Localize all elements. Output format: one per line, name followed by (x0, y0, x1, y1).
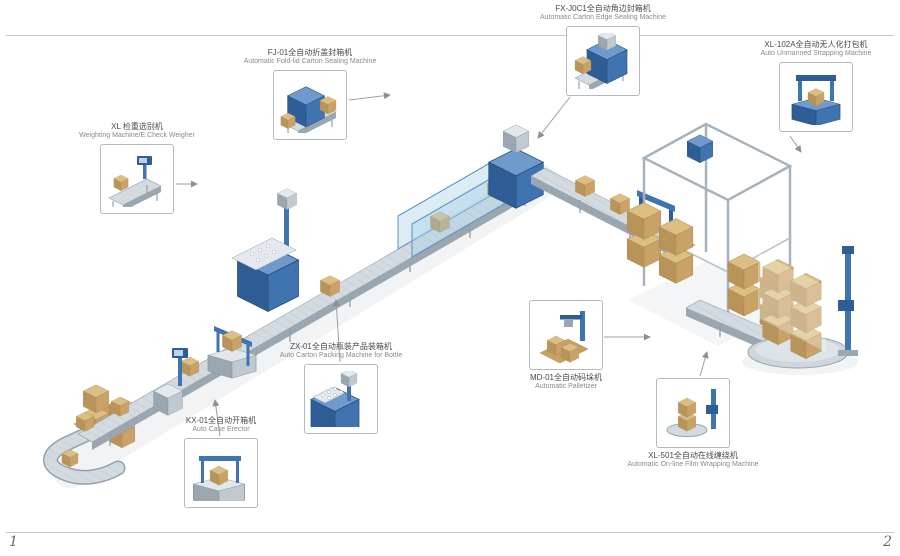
machine-name-cn: XL-501全自动在线缠绕机 (648, 451, 738, 460)
callout-xl-501: XL-501全自动在线缠绕机 Automatic On-line Film Wr… (598, 378, 788, 473)
machine-name-en: Auto Unmanned Strapping Machine (760, 50, 872, 58)
callout-label: XL-102A全自动无人化打包机 Auto Unmanned Strapping… (721, 40, 900, 59)
machine-name-cn: XL 检重选别机 (111, 122, 163, 131)
machine-name-en: Weighting Machine/E.Check Weigher (79, 132, 195, 140)
callout-label: MD-01全自动码垛机 Automatic Palletizer (471, 373, 661, 392)
machine-name-cn: XL-102A全自动无人化打包机 (764, 40, 868, 49)
check-weigher-on-line (153, 348, 188, 416)
machine-name-en: Automatic Fold-lid Carton Sealing Machin… (243, 58, 377, 66)
callout-label: XL-501全自动在线缠绕机 Automatic On-line Film Wr… (598, 451, 788, 470)
edge-sealer-thumbnail (574, 33, 628, 90)
page-number-left: 1 (9, 534, 18, 550)
strapping-machine-thumbnail (791, 75, 841, 126)
machine-name-cn: ZX-01全自动瓶装产品装箱机 (290, 342, 392, 351)
machine-name-en: Automatic Carton Edge Sealing Machine (539, 14, 667, 22)
callout-label: ZX-01全自动瓶装产品装箱机 Auto Carton Packing Mach… (246, 342, 436, 361)
callout-zx-01: ZX-01全自动瓶装产品装箱机 Auto Carton Packing Mach… (246, 342, 436, 435)
leader-arrow-xl501 (699, 351, 709, 377)
machine-name-cn: FJ-01全自动折盖封箱机 (267, 48, 353, 57)
callout-kx-01: KX-01全自动开箱机 Auto Case Erector (126, 416, 316, 509)
machine-thumbnail-frame (304, 364, 378, 435)
machine-name-cn: KX-01全自动开箱机 (185, 416, 257, 425)
leader-arrow-kx (212, 399, 221, 437)
callout-label: FX-J0C1全自动角边封箱机 Automatic Carton Edge Se… (508, 4, 698, 23)
top-divider (6, 35, 894, 36)
callout-check-weigher: XL 检重选别机 Weighting Machine/E.Check Weigh… (42, 122, 232, 215)
leader-arrow-fx (537, 96, 571, 139)
carton-packer-thumbnail (310, 371, 360, 428)
machine-thumbnail-frame (100, 144, 174, 215)
callout-md-01: MD-01全自动码垛机 Automatic Palletizer (471, 300, 661, 395)
main-conveyor (77, 171, 547, 450)
case-erector-thumbnail (192, 456, 246, 502)
leader-arrow-fj (348, 92, 391, 101)
callout-label: KX-01全自动开箱机 Auto Case Erector (126, 416, 316, 435)
machine-name-cn: FX-J0C1全自动角边封箱机 (555, 4, 651, 13)
film-wrapper-thumbnail (666, 389, 718, 437)
machine-name-en: Auto Case Erector (192, 426, 250, 434)
machine-thumbnail-frame (779, 62, 853, 133)
machine-name-en: Automatic On-line Film Wrapping Machine (627, 461, 759, 469)
machine-thumbnail-frame (184, 438, 258, 509)
machine-name-en: Auto Carton Packing Machine for Bottle (279, 352, 403, 360)
leader-arrow-xl102a (789, 135, 802, 153)
leader-arrow-zx (332, 299, 341, 363)
bottom-divider (6, 532, 894, 533)
palletizer-thumbnail (539, 311, 589, 363)
case-erector-on-line (207, 326, 257, 379)
film-wrapping-machine (747, 246, 858, 369)
leader-lines (176, 92, 802, 437)
edge-sealing-machine-on-line (488, 124, 544, 209)
machine-name-en: Automatic Palletizer (535, 383, 597, 391)
machine-thumbnail-frame (566, 26, 640, 97)
check-weigher-thumbnail (108, 156, 162, 208)
machine-thumbnail-frame (273, 70, 347, 141)
callout-xl-102a: XL-102A全自动无人化打包机 Auto Unmanned Strapping… (721, 40, 900, 133)
callout-fj-01: FJ-01全自动折盖封箱机 Automatic Fold-lid Carton … (215, 48, 405, 141)
carton-packing-machine-on-line (231, 188, 299, 312)
palletized-stacks (626, 202, 694, 284)
machine-thumbnail-frame (656, 378, 730, 448)
page-number-right: 2 (883, 534, 892, 550)
callout-fx-j0c1: FX-J0C1全自动角边封箱机 Automatic Carton Edge Se… (508, 4, 698, 97)
foldlid-sealer-thumbnail (280, 86, 337, 134)
machine-thumbnail-frame (529, 300, 603, 370)
callout-label: XL 检重选别机 Weighting Machine/E.Check Weigh… (42, 122, 232, 141)
machine-name-cn: MD-01全自动码垛机 (529, 373, 602, 382)
pallet-out-conveyor (685, 253, 793, 354)
callout-label: FJ-01全自动折盖封箱机 Automatic Fold-lid Carton … (215, 48, 405, 67)
